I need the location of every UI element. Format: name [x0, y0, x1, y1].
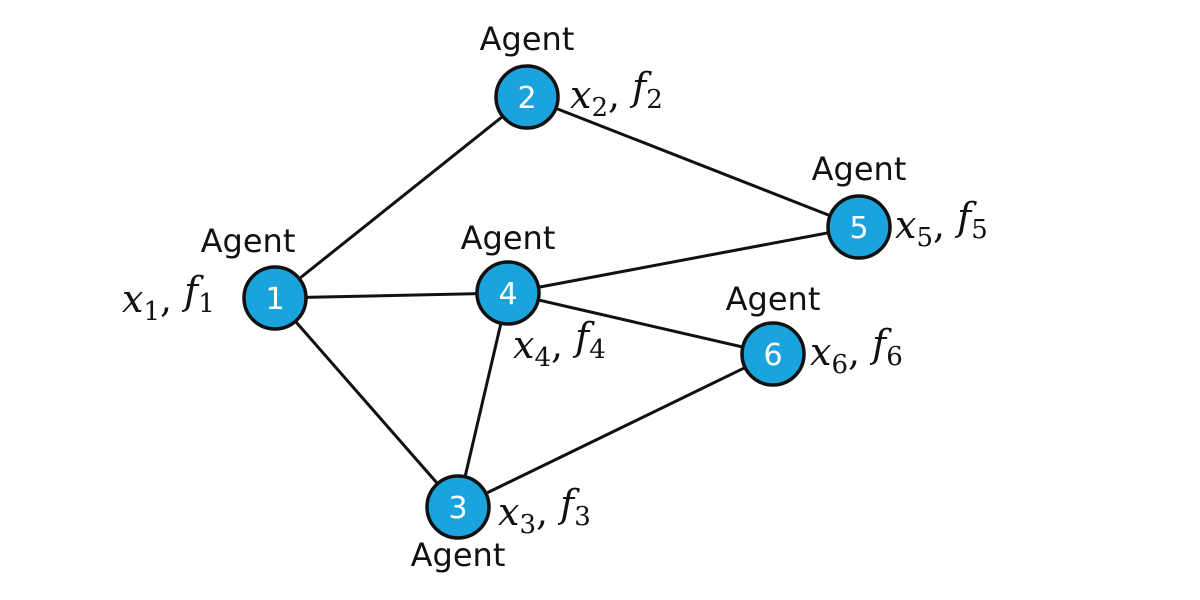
node-circle [475, 260, 541, 326]
agent-node-4: 4 Agent x4, f4 [461, 219, 606, 373]
edge-4-5 [507, 225, 860, 295]
edge-1-2 [274, 95, 528, 300]
agent-label: Agent [201, 222, 296, 260]
node-circle [826, 194, 892, 260]
node-circle [242, 265, 308, 331]
agent-node-5: 5 Agent x5, f5 [812, 150, 988, 260]
agent-label: Agent [480, 20, 575, 58]
node-variable-label: x3, f3 [498, 482, 591, 540]
node-circle [425, 474, 491, 540]
node-variable-label: x2, f2 [570, 65, 663, 123]
edge-1-4 [274, 291, 509, 300]
node-variable-label: x1, f1 [122, 269, 215, 327]
agent-node-6: 6 Agent x6, f6 [726, 280, 903, 387]
edge-4-6 [507, 291, 774, 356]
agent-label: Agent [461, 219, 556, 257]
agent-label: Agent [726, 280, 821, 318]
node-variable-label: x4, f4 [513, 315, 606, 373]
edge-2-5 [526, 95, 860, 229]
node-circle [494, 64, 560, 130]
node-number: 2 [517, 81, 536, 116]
edge-1-3 [273, 297, 460, 508]
node-number: 3 [448, 491, 467, 526]
node-variable-label: x5, f5 [895, 195, 988, 253]
agent-label: Agent [411, 536, 506, 574]
node-number: 4 [498, 277, 517, 312]
node-circle [740, 321, 806, 387]
node-number: 5 [849, 211, 868, 246]
edges-layer [273, 95, 860, 509]
node-number: 1 [265, 282, 284, 317]
agent-node-2: 2 Agent x2, f2 [480, 20, 663, 130]
node-variable-label: x6, f6 [810, 322, 903, 380]
node-number: 6 [763, 338, 782, 373]
agent-node-1: 1 Agent x1, f1 [122, 222, 308, 331]
agent-label: Agent [812, 150, 907, 188]
edge-3-6 [457, 352, 774, 509]
edge-4-3 [456, 292, 510, 508]
